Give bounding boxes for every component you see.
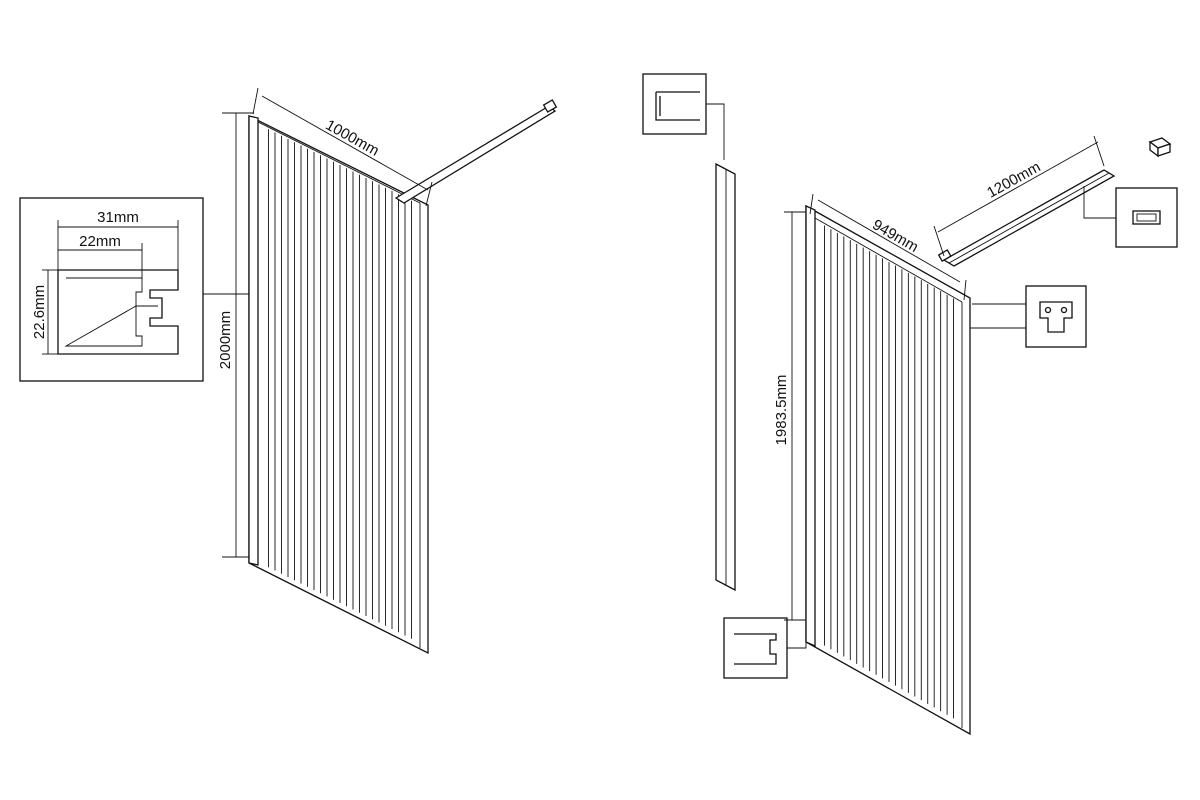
wall-channel-leader-bottom [787,628,807,649]
dim-2000-label: 2000mm [217,311,234,369]
panel-clamp-profile-icon [1039,301,1073,333]
left-flutes [268,129,412,639]
dim-1200-line [937,141,1099,233]
dim-22-6-label: 22.6mm [31,285,48,339]
dim-1200-label: 1200mm [984,158,1043,201]
left-panel-top-band [257,121,421,204]
profile-inner-outline [64,277,158,347]
right-panel-side-profile [805,204,816,648]
support-bar-edge [948,172,1110,264]
panel-clamp-callout [1025,285,1087,348]
wall-channel-profile-icon-bottom [734,633,777,665]
bar-section-icon [1132,210,1161,225]
dim-1983-label: 1983.5mm [773,375,790,446]
wall-channel-callout-top [642,73,707,135]
dim-949-ext-right [963,279,967,301]
panel-clamp-hole-left [1044,306,1052,314]
dim-1000-ext-right [425,181,433,207]
right-flutes [824,225,954,719]
dim-1000-ext-left [252,87,259,115]
wall-channel-callout-bottom [723,617,788,679]
panel-clamp-hole-right [1060,306,1068,314]
right-support-bar: 1200mm [933,135,1178,267]
bar-section-leader [1083,186,1116,219]
wall-channel-leader-top [706,103,725,160]
wall-channel-profile-icon-top [655,91,700,121]
dim-1000-line [261,95,429,191]
dim-1200-ext-right [1093,135,1105,167]
left-arm-wall-mount [542,99,558,113]
bar-section-callout [1115,187,1178,248]
end-cap-right [1157,143,1171,157]
bar-section-icon-inner [1136,213,1157,222]
right-panel-top-band [814,217,963,303]
left-panel: 2000mm 1000mm [217,87,558,655]
right-wall-channel [642,73,807,679]
dim-949-line [817,199,961,283]
dim-1000-label: 1000mm [323,116,382,159]
dim-22-label: 22mm [79,233,121,250]
left-support-arm [394,105,557,204]
left-wall-profile [248,115,259,566]
left-profile-detail: 31mm 22mm 22.6mm [19,197,249,382]
wall-channel [715,162,736,592]
profile-outline [57,269,179,355]
bar-end-cap [1148,137,1172,158]
dim-949-ext-left [809,193,814,215]
profile-detail-frame [19,197,204,382]
dim-1200-ext-left [933,225,945,257]
right-panel: 1983.5mm 949mm [773,193,1087,736]
dim-31-label: 31mm [97,209,139,226]
